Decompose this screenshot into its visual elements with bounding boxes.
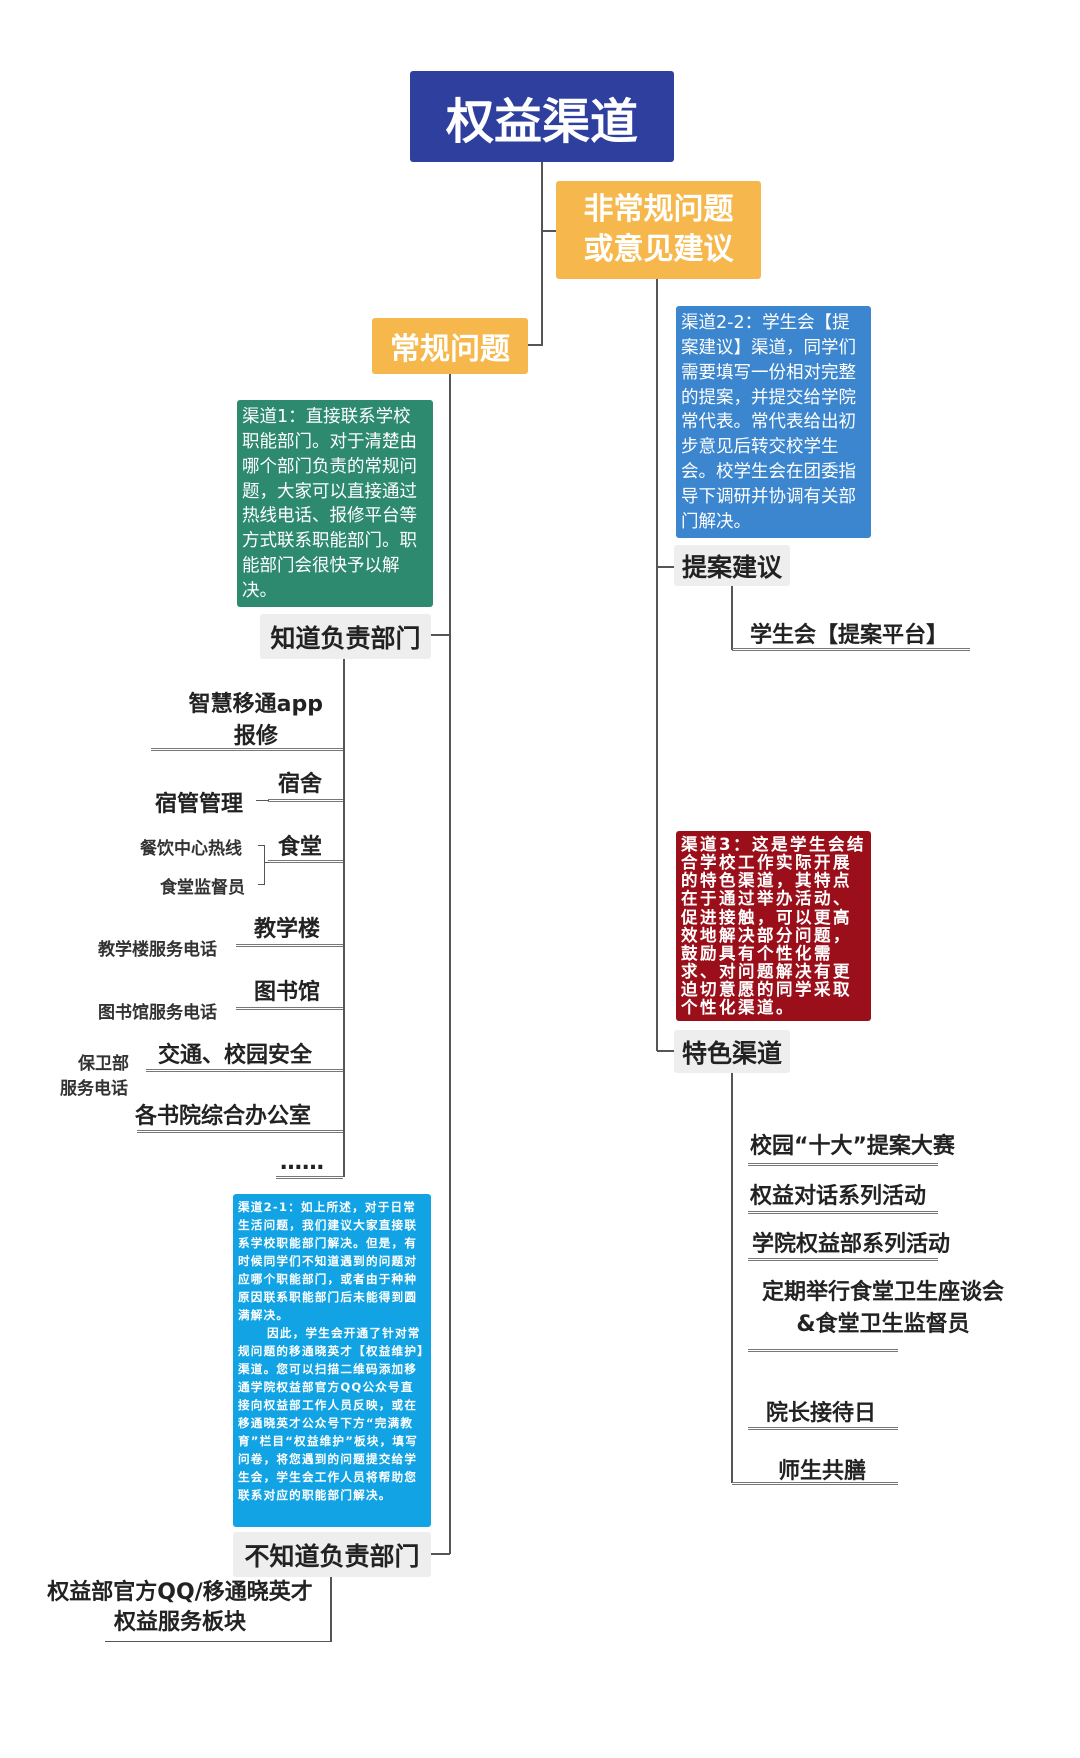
qq-service-target: 权益部官方QQ/移通晓英才权益服务板块	[47, 1580, 313, 1635]
branch-irregular-line2: 或意见建议	[583, 232, 734, 267]
activity-dean-reception: 院长接待日	[766, 1401, 877, 1426]
activity-shared-meal: 师生共膳	[778, 1459, 867, 1484]
canteen-contact-supervisor: 食堂监督员	[160, 878, 245, 898]
activity-college-rights: 学院权益部系列活动	[752, 1232, 951, 1257]
unknown-department-tag: 不知道负责部门	[233, 1532, 431, 1577]
activity-canteen-forum: 定期举行食堂卫生座谈会&食堂卫生监督员	[761, 1280, 1004, 1337]
channel1-description: 渠道1：直接联系学校职能部门。对于清楚由哪个部门负责的常规问题，大家可以直接通过…	[237, 400, 433, 607]
root-title: 权益渠道	[410, 71, 674, 162]
branch-irregular-line1: 非常规问题	[583, 191, 734, 227]
library-contact: 图书馆服务电话	[98, 1003, 217, 1023]
activity-top-ten-proposal: 校园“十大”提案大赛	[750, 1134, 955, 1159]
item-library: 图书馆	[254, 980, 321, 1005]
channel3-description: 渠道3：这是学生会结合学校工作实际开展的特色渠道，其特点在于通过举办活动、促进接…	[676, 831, 871, 1021]
item-canteen: 食堂	[278, 835, 323, 860]
security-contact-line1: 保卫部	[78, 1054, 129, 1074]
item-security: 交通、校园安全	[158, 1043, 313, 1068]
featured-tag: 特色渠道	[674, 1030, 790, 1073]
teaching-contact: 教学楼服务电话	[98, 940, 217, 960]
activity-rights-dialogue: 权益对话系列活动	[750, 1184, 927, 1209]
item-more: ……	[280, 1150, 324, 1175]
proposal-tag: 提案建议	[674, 545, 790, 586]
branch-irregular: 非常规问题 或意见建议	[556, 181, 761, 279]
security-contact-line2: 服务电话	[60, 1079, 128, 1099]
item-colleges: 各书院综合办公室	[135, 1104, 312, 1129]
branch-regular: 常规问题	[372, 318, 528, 374]
channel22-description: 渠道2-2：学生会【提案建议】渠道，同学们需要填写一份相对完整的提案，并提交给学…	[676, 306, 871, 538]
channel21-description: 渠道2-1：如上所述，对于日常生活问题，我们建议大家直接联系学校职能部门解决。但…	[233, 1194, 431, 1527]
canteen-contact-hotline: 餐饮中心热线	[140, 839, 242, 859]
known-department-tag: 知道负责部门	[260, 614, 431, 659]
dorm-contact: 宿管管理	[155, 792, 244, 817]
proposal-platform: 学生会【提案平台】	[750, 623, 949, 648]
item-teaching-building: 教学楼	[254, 917, 321, 942]
item-dorm: 宿舍	[278, 772, 323, 797]
